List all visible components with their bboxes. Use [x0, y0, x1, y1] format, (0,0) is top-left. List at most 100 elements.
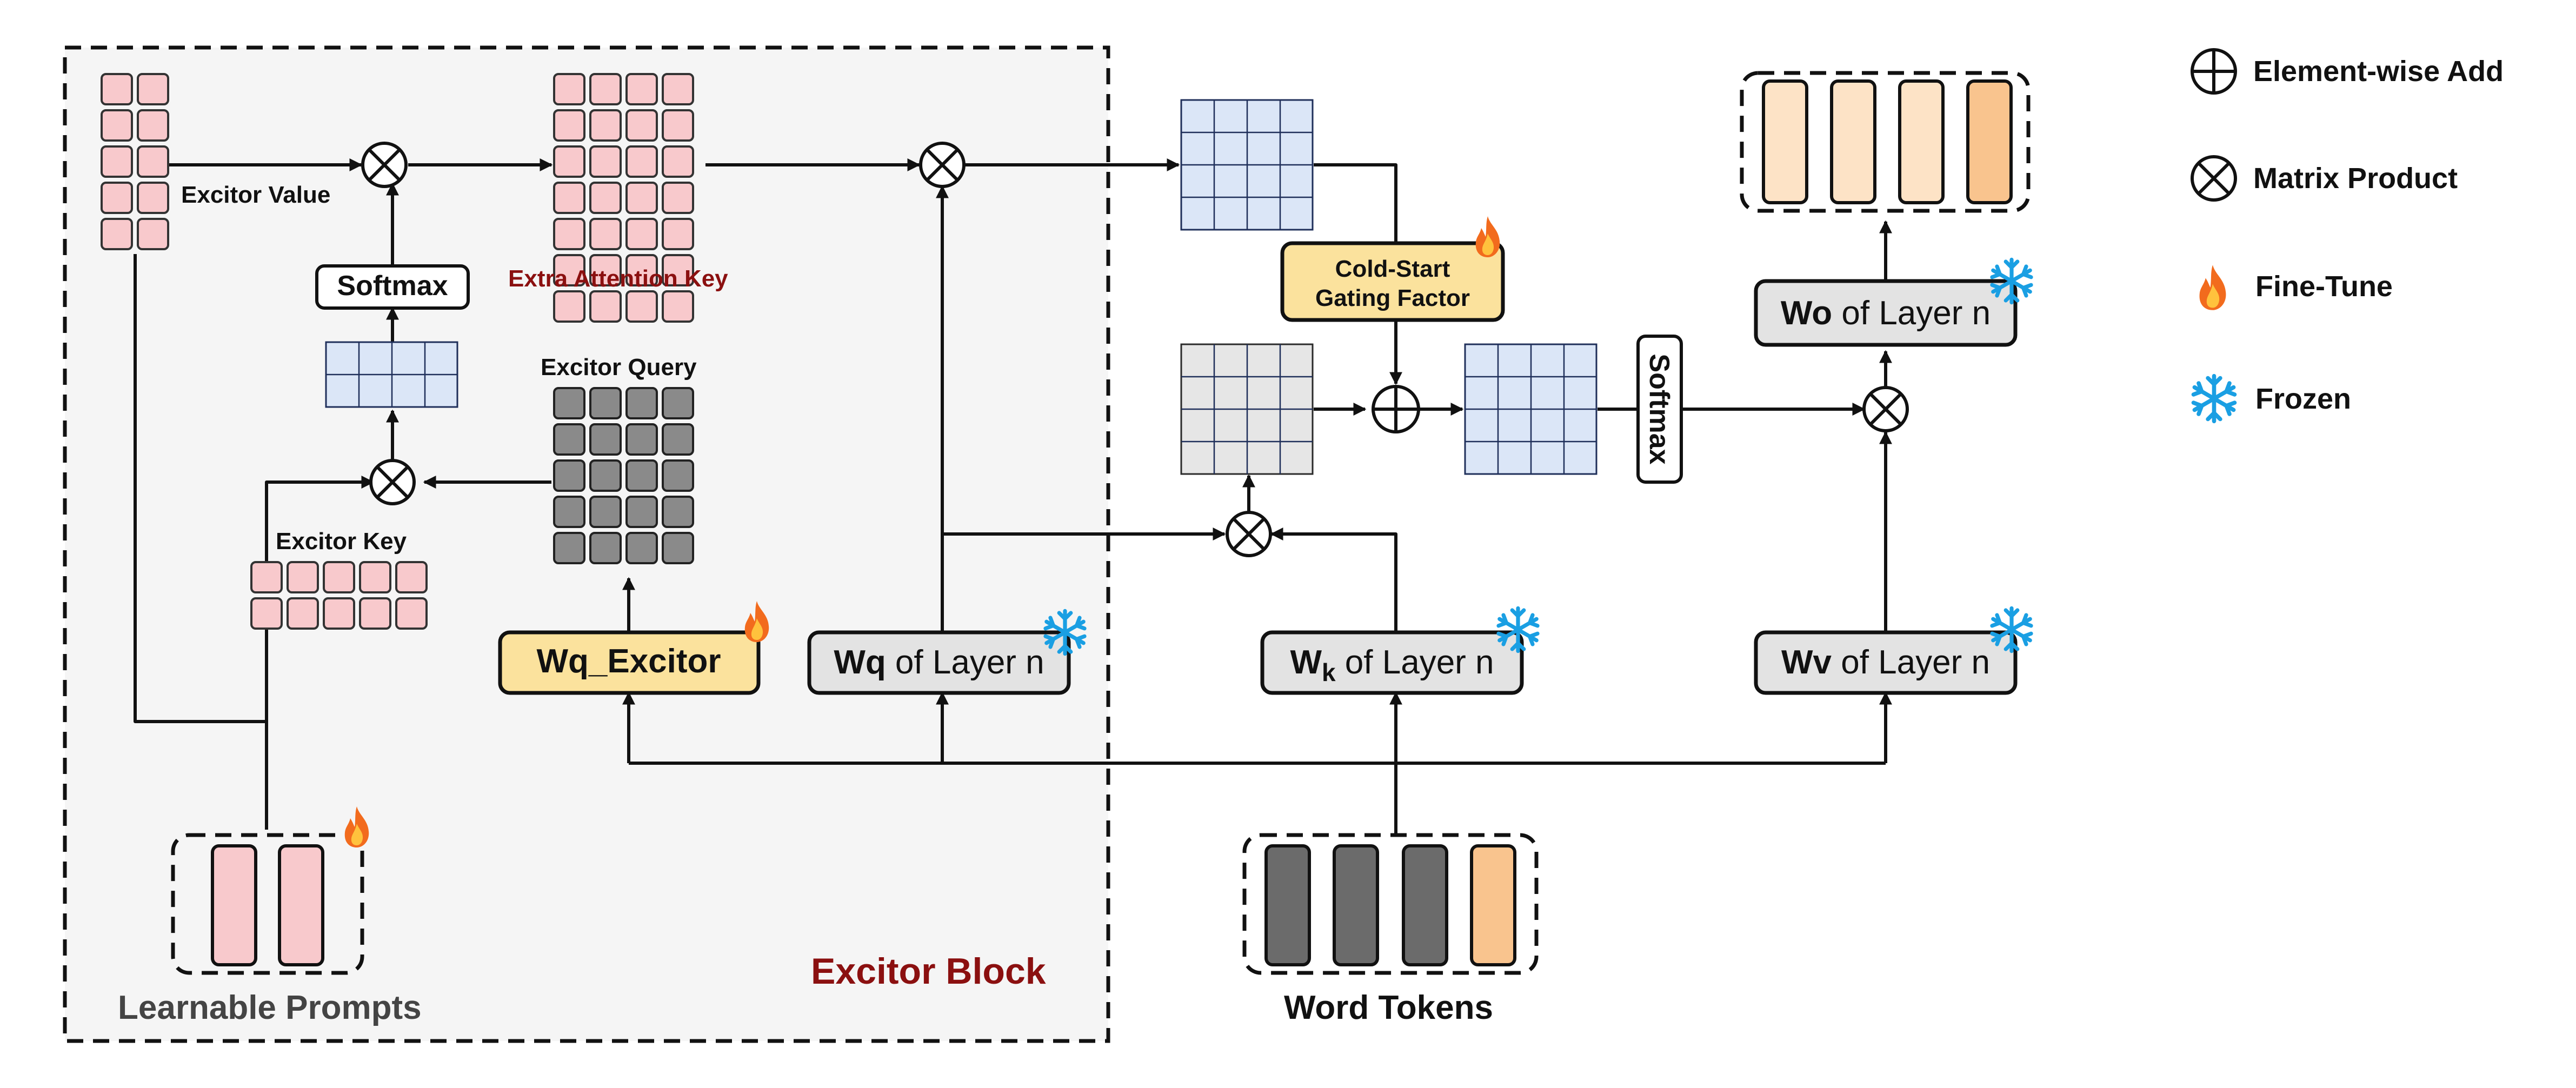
matrix-cell [662, 496, 694, 528]
matrix-cell [553, 73, 585, 105]
matrix-cell [553, 387, 585, 419]
matrix-cell [589, 109, 622, 142]
matrix-cell [625, 109, 658, 142]
matrix-cell [359, 561, 391, 593]
wk-layer-text: of Layer n [1336, 644, 1494, 681]
combined-attention-matrix [1464, 343, 1597, 475]
matrix-cell [553, 145, 585, 178]
matrix-cell [137, 73, 169, 105]
frozen-snowflake-icon [1992, 608, 2031, 651]
matrix-cell [589, 387, 622, 419]
excitor-block-label: Excitor Block [811, 951, 1046, 992]
matrix-cell [625, 254, 658, 286]
word-tokens-group [1242, 833, 1539, 975]
matrix-cell [101, 218, 133, 250]
matrix-cell [553, 423, 585, 456]
matrix-product-icon [2191, 155, 2237, 202]
matrix-cell [553, 218, 585, 250]
matrix-cell [662, 218, 694, 250]
excitor-query-label: Excitor Query [541, 354, 697, 381]
matrix-cell [662, 254, 694, 286]
wk-symbol: W [1290, 644, 1322, 681]
prompt-token [278, 844, 324, 966]
matrix-cell [323, 561, 355, 593]
matrix-cell [395, 561, 428, 593]
attention-weight-strip [325, 341, 458, 408]
matrix-cell [589, 145, 622, 178]
softmax-box: Softmax [315, 264, 470, 310]
wv-layer-box: Wv of Layer n [1754, 630, 2018, 695]
matrix-cell [287, 561, 319, 593]
matrix-cell [553, 459, 585, 492]
svg-text:Wv of Layer n: Wv of Layer n [1781, 644, 1990, 681]
element-wise-add-icon [1372, 385, 1420, 433]
legend-add-label: Element-wise Add [2253, 55, 2504, 88]
excitor-value-matrix [101, 73, 169, 250]
matrix-cell [359, 597, 391, 630]
wq-symbol: Wq [834, 644, 886, 681]
matrix-cell [101, 109, 133, 142]
legend: Element-wise Add Matrix Product Fine-Tun… [2191, 48, 2504, 422]
matrix-product-icon [361, 142, 408, 188]
word-token [1264, 844, 1311, 966]
word-token [1402, 844, 1448, 966]
matrix-cell [589, 496, 622, 528]
matrix-cell [137, 145, 169, 178]
matrix-cell [589, 423, 622, 456]
wo-layer-box: Wo of Layer n [1754, 279, 2018, 347]
matrix-cell [625, 459, 658, 492]
word-token [1470, 844, 1516, 966]
softmax-vertical-label: Softmax [1643, 353, 1675, 464]
word-tokens-label: Word Tokens [1284, 989, 1493, 1026]
matrix-cell [553, 109, 585, 142]
attention-score-matrix [1180, 343, 1314, 475]
matrix-cell [250, 597, 283, 630]
matrix-cell [101, 145, 133, 178]
excitor-query-matrix [553, 387, 694, 564]
matrix-cell [662, 423, 694, 456]
gating-factor-label: Gating Factor [1315, 285, 1470, 311]
svg-text:Wo of Layer n: Wo of Layer n [1781, 295, 1991, 332]
matrix-cell [662, 290, 694, 323]
matrix-cell [589, 182, 622, 214]
matrix-cell [625, 290, 658, 323]
matrix-cell [287, 597, 319, 630]
matrix-cell [625, 387, 658, 419]
matrix-cell [625, 496, 658, 528]
svg-text:Wk of Layer n: Wk of Layer n [1290, 644, 1494, 686]
frozen-snowflake-icon [2194, 376, 2235, 422]
wv-symbol: Wv [1781, 644, 1832, 681]
matrix-cell [662, 459, 694, 492]
matrix-cell [101, 73, 133, 105]
element-wise-add-icon [2191, 48, 2237, 95]
matrix-cell [137, 182, 169, 214]
learnable-prompts-label: Learnable Prompts [118, 989, 422, 1026]
wq-excitor-label: Wq_Excitor [536, 643, 721, 680]
excitor-value-label: Excitor Value [181, 182, 330, 208]
matrix-cell [553, 290, 585, 323]
frozen-snowflake-icon [1499, 608, 1537, 651]
extra-attention-key-label: Extra Attention Key [508, 265, 728, 292]
matrix-cell [662, 387, 694, 419]
cold-start-label: Cold-Start [1335, 256, 1450, 282]
matrix-cell [625, 218, 658, 250]
matrix-cell [625, 73, 658, 105]
matrix-cell [662, 532, 694, 564]
matrix-cell [589, 459, 622, 492]
matrix-cell [625, 145, 658, 178]
matrix-cell [589, 218, 622, 250]
word-token [1333, 844, 1379, 966]
wq-layer-box: Wq of Layer n [807, 630, 1071, 695]
matrix-cell [625, 423, 658, 456]
matrix-cell [662, 145, 694, 178]
wv-layer-text: of Layer n [1832, 644, 1990, 681]
matrix-cell [553, 496, 585, 528]
matrix-cell [625, 532, 658, 564]
matrix-product-icon [1862, 386, 1909, 432]
matrix-cell [553, 182, 585, 214]
matrix-cell [662, 182, 694, 214]
fine-tune-flame-icon [2199, 265, 2226, 310]
softmax-vertical-box: Softmax [1636, 335, 1683, 484]
matrix-cell [553, 254, 585, 286]
output-token [1966, 79, 2013, 204]
